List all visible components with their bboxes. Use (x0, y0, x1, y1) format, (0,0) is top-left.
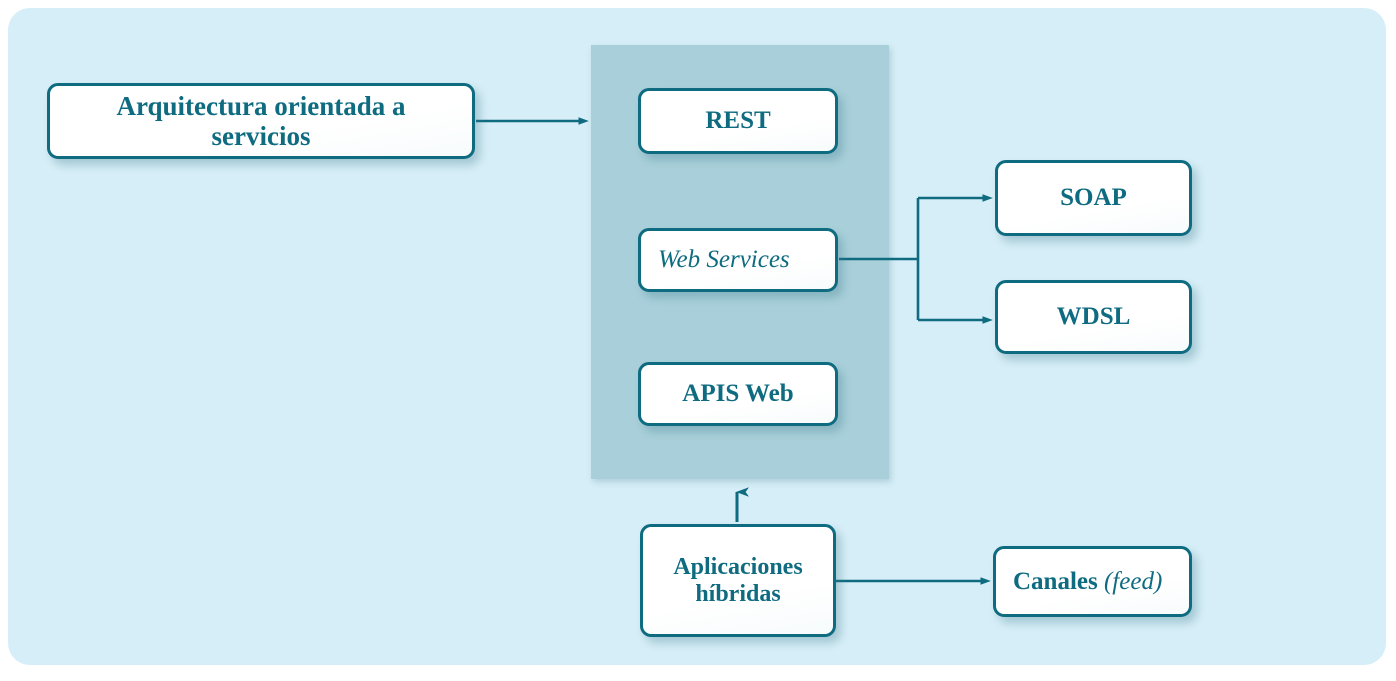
node-soap[interactable]: SOAP (995, 160, 1192, 236)
node-web-services[interactable]: Web Services (638, 228, 838, 292)
node-aplicaciones-hibridas[interactable]: Aplicaciones híbridas (640, 524, 836, 637)
node-label: Arquitectura orientada a servicios (116, 90, 406, 151)
node-label: REST (705, 107, 771, 134)
node-label-group: Aplicaciones híbridas (643, 554, 833, 608)
node-canales-feed[interactable]: Canales (feed) (993, 546, 1192, 617)
node-label: APIS Web (682, 380, 794, 407)
node-apis-web[interactable]: APIS Web (638, 362, 838, 426)
node-label: SOAP (1060, 184, 1127, 211)
node-wdsl[interactable]: WDSL (995, 280, 1192, 354)
node-label-parenthetical: (feed) (1103, 567, 1163, 595)
node-label: Web Services (658, 246, 790, 273)
node-label-main: Canales (1013, 567, 1098, 595)
node-rest[interactable]: REST (638, 88, 838, 154)
node-label: WDSL (1056, 303, 1131, 330)
node-label-group: Canales (feed) (1013, 568, 1189, 596)
node-arquitectura-orientada-a-servicios[interactable]: Arquitectura orientada a servicios (47, 83, 475, 159)
node-label-line-2: híbridas (695, 580, 781, 607)
node-label-line-1: Aplicaciones (673, 553, 803, 580)
